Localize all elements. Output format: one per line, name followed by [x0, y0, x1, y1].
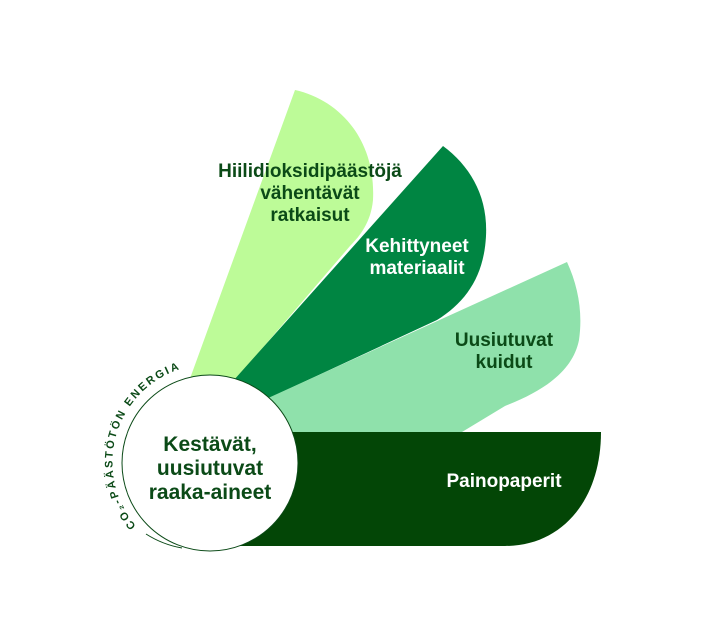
petal-label-carbon-reducing: Hiilidioksidipäästöjä vähentävät ratkais… [218, 161, 402, 227]
petal-label-line: vähentävät [260, 183, 360, 204]
petal-renewable-fibres [255, 262, 581, 442]
petal-label-line: ratkaisut [270, 205, 350, 226]
petal-label-line: Kehittyneet [365, 236, 469, 257]
petal-advanced-materials [225, 146, 487, 406]
petal-label-line: materiaalit [369, 258, 465, 279]
petal-label-line: Painopaperit [446, 471, 562, 492]
petal-label-printing-papers: Painopaperit [446, 471, 561, 493]
center-label-line: uusiutuvat [156, 457, 264, 480]
center-label-line: Kestävät, [163, 433, 257, 456]
center-label-line: raaka-aineet [148, 481, 272, 504]
center-circle [121, 374, 299, 552]
center-label: Kestävät, uusiutuvat raaka-aineet [149, 433, 272, 505]
petal-label-line: Uusiutuvat [454, 330, 554, 351]
petal-label-advanced-materials: Kehittyneet materiaalit [365, 236, 468, 280]
ring-arc [145, 533, 183, 549]
petal-label-line: Hiilidioksidipäästöjä [218, 161, 402, 182]
petal-label-renewable-fibres: Uusiutuvat kuidut [455, 330, 553, 374]
petal-label-line: kuidut [475, 352, 533, 373]
petal-carbon-reducing-solutions [188, 90, 374, 386]
petal-printing-papers [228, 432, 601, 546]
